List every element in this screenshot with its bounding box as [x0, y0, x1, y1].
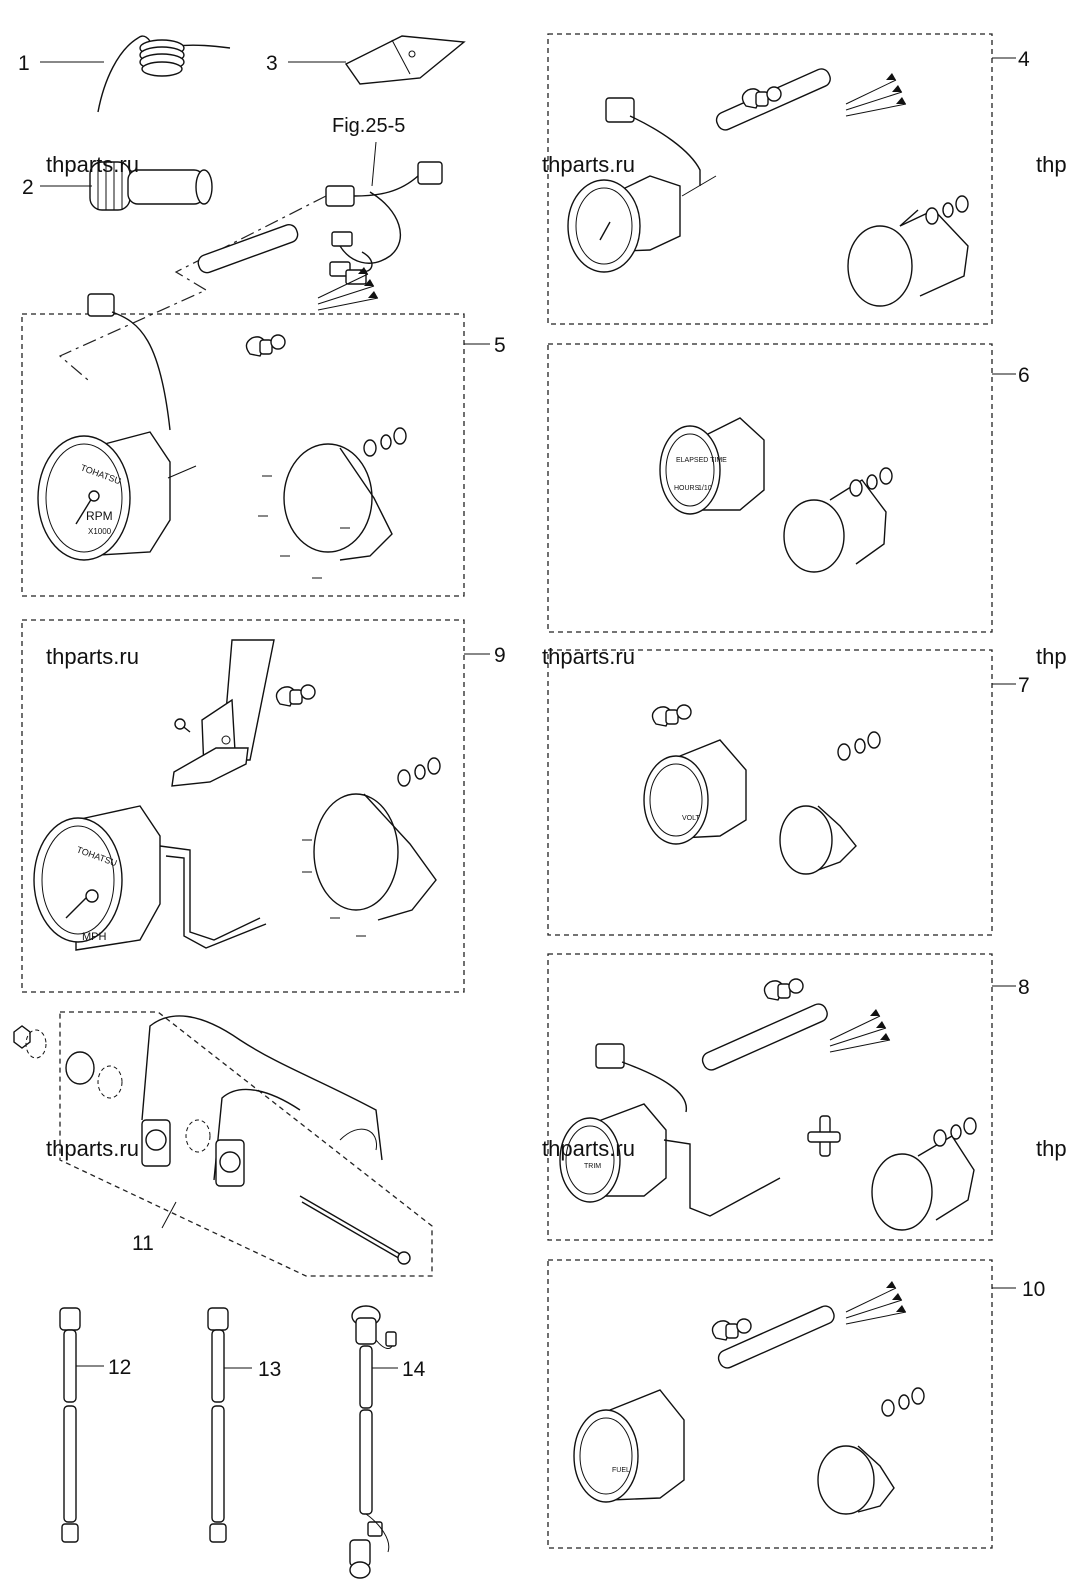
callout-10: 10: [1022, 1278, 1045, 1301]
callout-9: 9: [494, 644, 506, 667]
callout-13: 13: [258, 1358, 281, 1381]
group-box-4: [547, 33, 993, 325]
hourmeter-scale-label: 1/10: [698, 485, 712, 492]
washers-4: [925, 195, 969, 225]
bulb-8: [763, 978, 804, 1001]
bracket-10: [817, 1445, 895, 1515]
bracket-5: [258, 443, 393, 579]
watermarks: thparts.ru thparts.ru thparts.ru thparts…: [46, 152, 1067, 1161]
watermark-1: thparts.ru: [46, 152, 139, 177]
group-box-6: [547, 343, 993, 633]
watermark-3: thparts.ru: [46, 644, 139, 669]
leader-dashed-fig: [58, 195, 327, 381]
part-13-harness: [207, 1307, 229, 1543]
voltmeter-gauge-7: [643, 739, 747, 845]
bracket-7: [779, 805, 857, 875]
washers-5: [363, 427, 407, 457]
group-box-10: [547, 1259, 993, 1549]
part-12-harness: [59, 1307, 81, 1543]
callout-4: 4: [1018, 48, 1030, 71]
bulb-10: [711, 1318, 752, 1341]
watermark-5: thparts.ru: [46, 1136, 139, 1161]
washers-9: [397, 757, 441, 787]
hourmeter-gauge-6: [659, 417, 765, 515]
callout-11: 11: [132, 1232, 154, 1255]
part-2-grommet: [89, 161, 213, 211]
leads-4: [845, 72, 907, 117]
leader-lines: [40, 57, 1016, 1369]
hourmeter-unit-label: HOURS: [674, 485, 700, 492]
bulb-7: [651, 704, 692, 727]
leads-8: [829, 1008, 891, 1053]
part-3-pouch: [344, 35, 466, 85]
part-1-coil: [97, 35, 231, 113]
speedometer-gauge-9: [33, 805, 267, 951]
group-box-5: [21, 313, 465, 597]
speedo-unit-label: MPH: [82, 931, 107, 943]
leads-10: [845, 1280, 907, 1325]
figure-harness: [325, 141, 443, 285]
watermark-partial-1: thp: [1036, 152, 1067, 177]
trim-sender-9: [171, 639, 275, 787]
callout-12: 12: [108, 1356, 131, 1379]
figure-reference: Fig.25-5: [332, 115, 405, 137]
switch-panel-11: [141, 1015, 383, 1187]
hourmeter-title-label: ELAPSED TIME: [676, 457, 727, 464]
tach-scale-label: X1000: [88, 527, 112, 536]
bracket-6: [783, 479, 887, 573]
callout-5: 5: [494, 334, 506, 357]
washers-10: [881, 1387, 925, 1417]
bulb-5: [245, 334, 286, 357]
washers-7: [837, 731, 881, 761]
group-box-9: [21, 619, 465, 993]
watermark-partial-2: thp: [1036, 644, 1067, 669]
callout-7: 7: [1018, 674, 1030, 697]
group-box-7: [547, 649, 993, 936]
callout-14: 14: [402, 1358, 426, 1381]
watermark-partial-3: thp: [1036, 1136, 1067, 1161]
watermark-4: thparts.ru: [542, 644, 635, 669]
bracket-4: [847, 209, 969, 307]
callout-8: 8: [1018, 976, 1030, 999]
tachometer-gauge-5: [37, 223, 299, 561]
voltmeter-unit-label: VOLT: [682, 815, 700, 822]
fuel-unit-label: FUEL: [612, 1467, 630, 1474]
bracket-9: [302, 793, 437, 937]
group-box-11: [59, 1011, 433, 1277]
callout-3: 3: [266, 52, 278, 75]
callout-1: 1: [18, 52, 30, 75]
bulb-9: [275, 684, 316, 707]
gauge-face-labels: TOHATSU RPM X1000 ELAPSED TIME HOURS 1/1…: [75, 457, 727, 1474]
bracket-8: [871, 1135, 975, 1231]
group-box-8: [547, 953, 993, 1241]
watermark-6: thparts.ru: [542, 1136, 635, 1161]
callout-2: 2: [22, 176, 34, 199]
callout-6: 6: [1018, 364, 1030, 387]
trim-unit-label: TRIM: [584, 1163, 601, 1170]
part-14-harness: [349, 1305, 397, 1579]
watermark-2: thparts.ru: [542, 152, 635, 177]
trim-gauge-8: [559, 1003, 841, 1217]
screw-knob-11: [13, 1025, 411, 1265]
tach-unit-label: RPM: [86, 509, 113, 523]
fuel-gauge-10: [573, 1305, 835, 1503]
